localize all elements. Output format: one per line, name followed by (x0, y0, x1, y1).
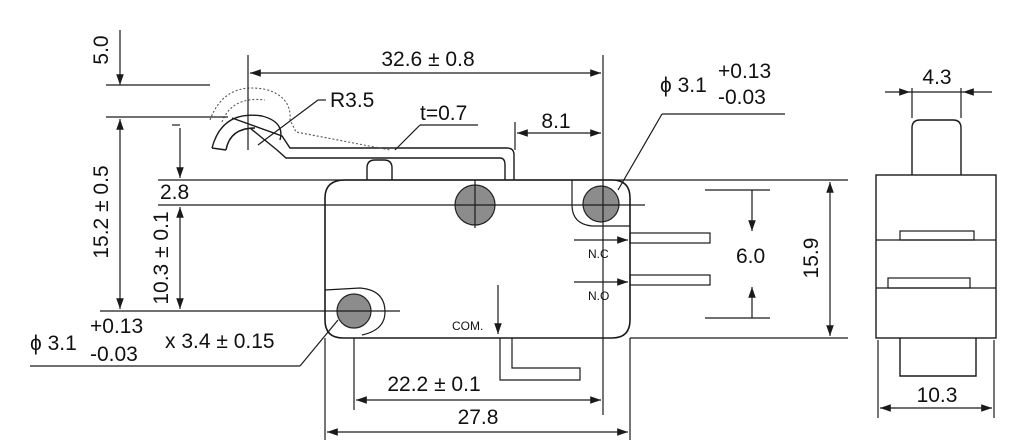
lever-arm (209, 87, 515, 180)
dim-6-0: 6.0 (736, 245, 765, 268)
boss-left (324, 287, 386, 336)
terminal-no-label: N.O (588, 289, 609, 303)
dim-2-8: 2.8 (160, 181, 189, 204)
dim-4-3: 4.3 (922, 66, 951, 89)
dim-phi-bottom: ϕ 3.1 (30, 332, 77, 355)
dim-thickness: t=0.7 (420, 102, 467, 125)
dim-5-0: 5.0 (90, 35, 113, 64)
terminal-com-label: COM. (452, 319, 483, 333)
dim-15-9: 15.9 (800, 238, 823, 279)
terminals (499, 232, 711, 381)
dim-32-6: 32.6 ± 0.8 (381, 48, 474, 71)
dim-phi-top-plus: +0.13 (718, 60, 771, 83)
dim-8-1: 8.1 (541, 110, 570, 133)
dim-15-2: 15.2 ± 0.5 (90, 165, 113, 258)
extension-lines (100, 55, 848, 440)
dim-22-2: 22.2 ± 0.1 (387, 373, 480, 396)
mount-hole-right (582, 185, 620, 223)
dim-phi-top-minus: -0.03 (718, 86, 766, 109)
dim-phi-bottom-minus: -0.03 (90, 343, 138, 366)
terminal-nc-label: N.C (588, 247, 609, 261)
plunger-button (366, 159, 393, 180)
dim-27-8: 27.8 (458, 406, 499, 429)
switch-body (324, 179, 631, 339)
dim-phi-bottom-plus: +0.13 (90, 315, 143, 338)
side-view (875, 88, 997, 418)
dim-10-3-side: 10.3 ± 0.1 (150, 211, 173, 304)
dim-phi-top: ϕ 3.1 (660, 74, 707, 97)
dimension-lines (30, 30, 834, 436)
dim-10-3: 10.3 (917, 384, 958, 407)
dim-x-3-4: x 3.4 ± 0.15 (165, 330, 275, 353)
dim-r3-5: R3.5 (330, 89, 374, 112)
